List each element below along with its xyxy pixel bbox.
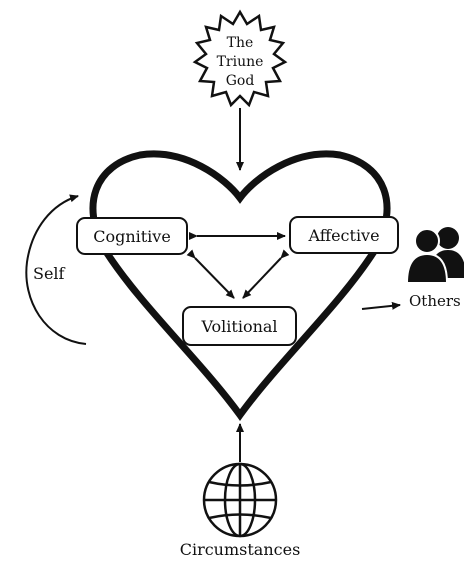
volitional-label: Volitional <box>201 316 278 336</box>
affective-box: Affective <box>289 216 399 254</box>
arrow-affective-volitional <box>242 249 290 299</box>
arrow-to-others <box>361 301 401 310</box>
heart-outline <box>89 150 391 421</box>
triune-god-label: The Triune God <box>216 35 264 89</box>
volitional-box: Volitional <box>182 306 297 346</box>
arrow-self-loop <box>25 194 87 345</box>
starburst-icon <box>192 9 288 108</box>
cognitive-box: Cognitive <box>76 217 188 255</box>
cognitive-label: Cognitive <box>93 226 171 246</box>
others-label: Others <box>409 292 461 310</box>
circumstances-label: Circumstances <box>179 540 301 559</box>
arrow-cognitive-volitional <box>186 249 235 299</box>
self-label: Self <box>33 264 65 283</box>
affective-label: Affective <box>308 225 380 245</box>
globe-icon <box>202 462 278 538</box>
people-icon <box>405 227 464 284</box>
